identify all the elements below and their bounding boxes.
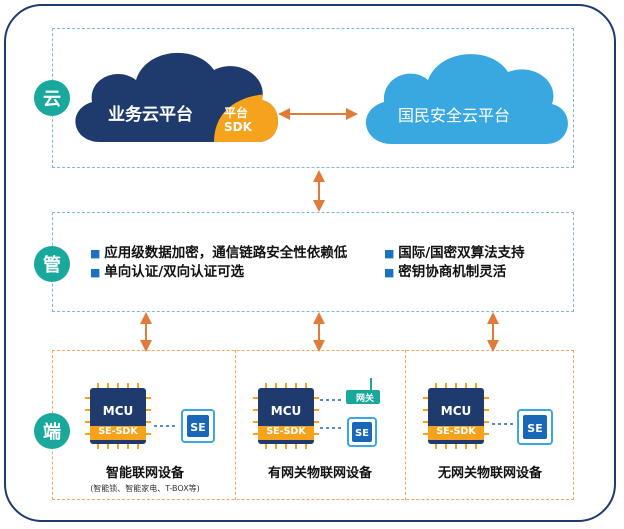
mcu-label: MCU xyxy=(102,404,134,418)
se-chip xyxy=(347,417,377,447)
se-label: SE xyxy=(354,428,370,439)
device-without-gateway xyxy=(423,383,553,449)
platform-sdk-label-line1: 平台 xyxy=(224,106,249,120)
se-sdk-label: SE-SDK xyxy=(266,426,306,437)
mcu-chip xyxy=(85,383,151,449)
national-secure-cloud-platform xyxy=(365,54,568,144)
gateway-label: 网关 xyxy=(355,394,374,404)
device-label: 无网关物联网设备 xyxy=(437,466,542,481)
se-sdk-label: SE-SDK xyxy=(98,426,138,437)
se-label: SE xyxy=(190,421,206,434)
edge-divider-1 xyxy=(235,350,236,500)
pipe-features-left: 应用级数据加密，通信链路安全性依赖低 单向认证/双向认证可选 xyxy=(90,244,347,282)
se-chip xyxy=(181,409,215,443)
pipe-layer-badge: 管 xyxy=(34,246,70,282)
mcu-label: MCU xyxy=(440,404,472,418)
pipe-feature-item: 国际/国密双算法支持 xyxy=(384,244,524,263)
device-smart-connected xyxy=(85,383,215,449)
mcu-label: MCU xyxy=(270,404,302,418)
device-label: 有网关物联网设备 xyxy=(267,466,372,481)
edge-layer-badge: 端 xyxy=(34,413,70,449)
edge-divider-2 xyxy=(405,350,406,500)
diagram-frame xyxy=(4,4,616,522)
device-sublabel: (智能锁、智能家电、T-BOX等) xyxy=(90,484,200,493)
mcu-chip xyxy=(423,383,489,449)
mcu-chip xyxy=(253,383,319,449)
se-label: SE xyxy=(527,422,543,435)
cloud-layer-badge: 云 xyxy=(34,80,70,116)
pipe-features-right: 国际/国密双算法支持 密钥协商机制灵活 xyxy=(384,244,525,282)
device-label: 智能联网设备 xyxy=(105,466,184,481)
platform-sdk-segment xyxy=(214,93,279,143)
business-cloud-platform xyxy=(75,52,279,143)
gateway-device xyxy=(346,378,380,404)
pipe-feature-item: 密钥协商机制灵活 xyxy=(384,263,525,282)
business-platform-label: 业务云平台 xyxy=(108,105,193,125)
pipe-feature-item: 应用级数据加密，通信链路安全性依赖低 xyxy=(90,244,347,263)
se-chip xyxy=(517,409,553,445)
se-sdk-label: SE-SDK xyxy=(436,426,476,437)
pipe-feature-item: 单向认证/双向认证可选 xyxy=(90,263,347,282)
platform-sdk-label-line2: SDK xyxy=(224,120,252,134)
device-with-gateway xyxy=(253,378,380,449)
national-platform-label: 国民安全云平台 xyxy=(398,106,511,125)
